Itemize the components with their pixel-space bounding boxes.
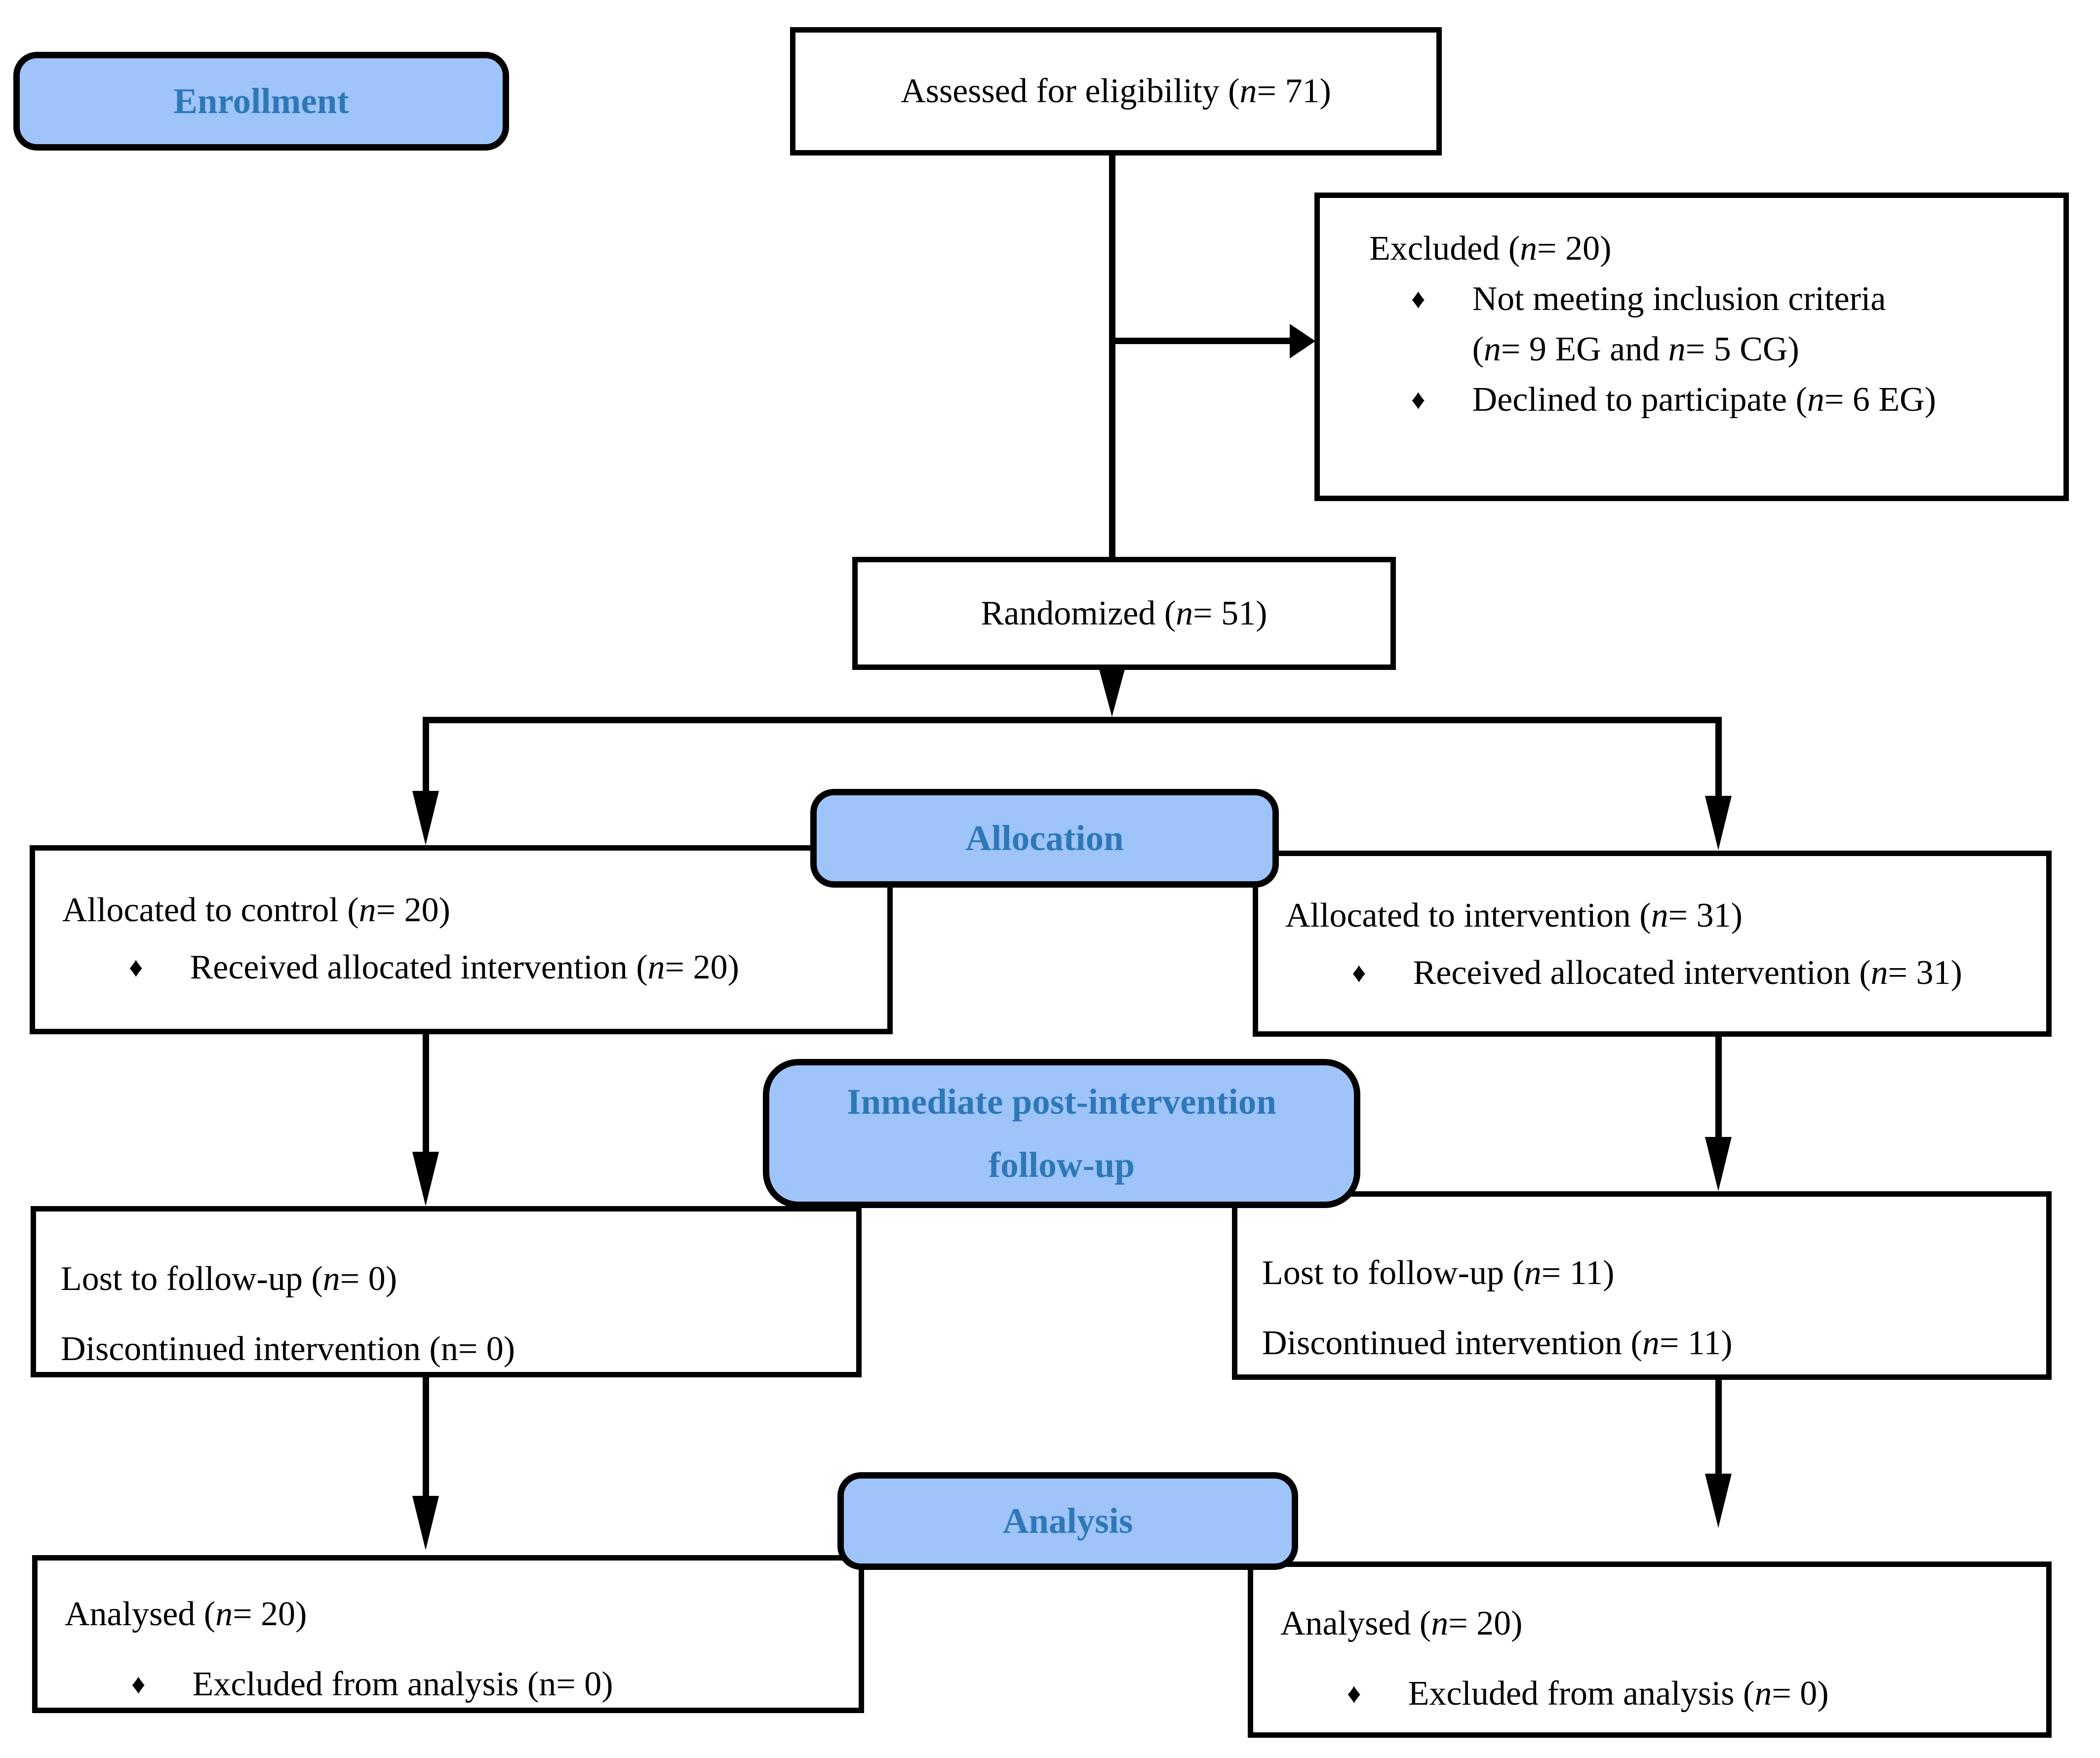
bullet-line: Excluded from analysis (n= 0)	[192, 1665, 613, 1703]
bullet-line: Excluded from analysis (n= 0)	[1408, 1675, 1829, 1713]
followup-label-line1: Inmediate post-intervention	[847, 1082, 1276, 1122]
arrowhead-down-icon	[1705, 796, 1732, 850]
assessed-text: Assessed for eligibility (n= 71)	[901, 72, 1331, 110]
diamond-bullet-icon: ♦	[131, 1669, 146, 1700]
lost-intervention-box: Lost to follow-up (n= 11) Discontinued i…	[1232, 1191, 2052, 1380]
lost-intervention-line1: Lost to follow-up (n= 11)	[1262, 1254, 1615, 1292]
excluded-bullet-2: ♦ Declined to participate (n= 6 EG)	[1411, 375, 2049, 425]
allocated-control-box: Allocated to control (n= 20) ♦ Received …	[30, 845, 893, 1034]
bullet-line: Declined to participate (n= 6 EG)	[1472, 381, 1936, 419]
analysed-intervention-box: Analysed (n= 20) ♦ Excluded from analysi…	[1248, 1562, 2052, 1738]
analysed-intervention-bullet: ♦ Excluded from analysis (n= 0)	[1347, 1669, 2036, 1719]
connector-split-to-intervention	[1715, 717, 1722, 815]
arrowhead-down-icon	[412, 1152, 439, 1206]
connector-control-to-lost	[423, 1034, 429, 1163]
connector-lost-to-analysed-left	[423, 1377, 429, 1508]
randomized-text: Randomized (n= 51)	[981, 594, 1268, 632]
diamond-bullet-icon: ♦	[1411, 385, 1426, 415]
allocation-label-text: Allocation	[965, 818, 1124, 858]
diamond-bullet-icon: ♦	[129, 952, 143, 983]
bullet-line: Not meeting inclusion criteria	[1472, 280, 1886, 318]
allocated-control-bullet: ♦ Received allocated intervention (n= 20…	[129, 942, 877, 993]
connector-lost-to-analysed-right	[1715, 1380, 1722, 1484]
bullet-line: (n= 9 EG and n= 5 CG)	[1472, 330, 1799, 368]
analysed-control-bullet: ♦ Excluded from analysis (n= 0)	[131, 1659, 849, 1710]
analysis-label-text: Analysis	[1002, 1501, 1133, 1541]
connector-split-to-control	[423, 717, 429, 800]
allocated-intervention-box: Allocated to intervention (n= 31) ♦ Rece…	[1253, 851, 2052, 1037]
allocated-intervention-bullet: ♦ Received allocated intervention (n= 31…	[1352, 948, 2036, 998]
stage-label-analysis: Analysis	[837, 1472, 1298, 1570]
connector-assessed-to-randomized	[1109, 156, 1115, 557]
enrollment-label-text: Enrollment	[173, 81, 349, 121]
allocated-intervention-header: Allocated to intervention (n= 31)	[1285, 897, 1743, 935]
analysed-control-header: Analysed (n= 20)	[65, 1595, 307, 1633]
excluded-header: Excluded (n= 20)	[1369, 230, 1612, 268]
lost-intervention-line2: Discontinued intervention (n= 11)	[1262, 1324, 1733, 1362]
arrowhead-down-icon	[1705, 1137, 1732, 1191]
diamond-bullet-icon: ♦	[1411, 284, 1426, 314]
arrowhead-down-icon	[1099, 667, 1125, 717]
arrowhead-right-icon	[1290, 324, 1315, 358]
randomized-box: Randomized (n= 51)	[852, 557, 1396, 670]
stage-label-allocation: Allocation	[810, 789, 1279, 888]
lost-control-line2: Discontinued intervention (n= 0)	[61, 1330, 515, 1368]
followup-label-line2: follow-up	[988, 1145, 1135, 1185]
connector-intervention-to-lost	[1715, 1037, 1722, 1148]
excluded-bullet-1: ♦ Not meeting inclusion criteria (n= 9 E…	[1411, 274, 2049, 375]
stage-label-followup: Inmediate post-intervention follow-up	[763, 1059, 1360, 1208]
diamond-bullet-icon: ♦	[1352, 958, 1366, 988]
excluded-box: Excluded (n= 20) ♦ Not meeting inclusion…	[1314, 193, 2069, 501]
diamond-bullet-icon: ♦	[1347, 1679, 1361, 1709]
bullet-line: Received allocated intervention (n= 20)	[190, 948, 739, 986]
arrowhead-down-icon	[1705, 1474, 1732, 1528]
analysed-control-box: Analysed (n= 20) ♦ Excluded from analysi…	[32, 1555, 864, 1713]
allocated-control-header: Allocated to control (n= 20)	[62, 891, 450, 929]
analysed-intervention-header: Analysed (n= 20)	[1280, 1604, 1523, 1642]
arrowhead-down-icon	[412, 1496, 439, 1550]
connector-split-horizontal	[423, 717, 1722, 723]
arrowhead-down-icon	[412, 791, 439, 845]
connector-to-excluded	[1109, 338, 1290, 344]
assessed-box: Assessed for eligibility (n= 71)	[790, 27, 1442, 156]
lost-control-line1: Lost to follow-up (n= 0)	[61, 1260, 397, 1298]
stage-label-enrollment: Enrollment	[13, 52, 509, 151]
bullet-line: Received allocated intervention (n= 31)	[1413, 954, 1962, 992]
lost-control-box: Lost to follow-up (n= 0) Discontinued in…	[31, 1206, 862, 1377]
